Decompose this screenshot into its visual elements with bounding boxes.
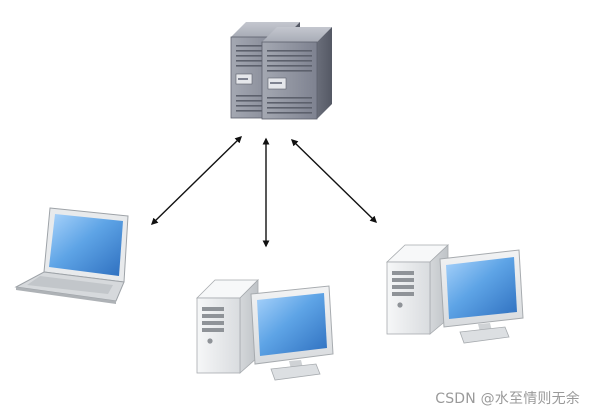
arrow-server-desktop-right xyxy=(290,139,378,223)
server-tower-right xyxy=(261,27,332,120)
arrow-server-laptop xyxy=(150,136,243,225)
desktop-monitor-right xyxy=(439,249,524,344)
desktop-tower-right xyxy=(385,244,450,335)
connection-arrows xyxy=(150,136,378,248)
desktop-computer-icon-right xyxy=(385,244,524,344)
watermark-text: CSDN @水至情则无余 xyxy=(435,391,580,407)
desktop-computer-icon-center xyxy=(196,279,334,381)
desktop-tower-center xyxy=(196,279,259,374)
laptop-icon xyxy=(14,207,129,304)
desktop-monitor-center xyxy=(250,285,334,381)
server-rack-icon xyxy=(230,22,332,120)
